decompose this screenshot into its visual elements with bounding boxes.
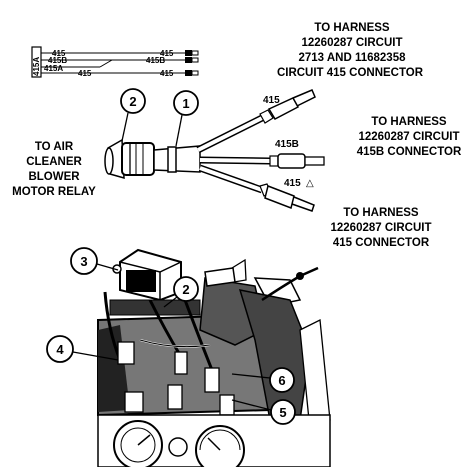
harness-connector xyxy=(121,142,155,176)
svg-text:CIRCUIT 415 CONNECTOR: CIRCUIT 415 CONNECTOR xyxy=(277,67,424,79)
terminal-415b xyxy=(277,153,306,169)
svg-text:MOTOR RELAY: MOTOR RELAY xyxy=(12,186,96,198)
schematic-wire-label-415: 415 xyxy=(52,49,66,58)
schematic-connector-end xyxy=(185,50,192,56)
svg-text:415 CONNECTOR: 415 CONNECTOR xyxy=(333,237,430,249)
terminal-415-lower xyxy=(264,184,295,210)
svg-text:12260287 CIRCUIT: 12260287 CIRCUIT xyxy=(331,222,432,234)
engine-illustration xyxy=(97,248,331,467)
svg-text:2: 2 xyxy=(129,94,136,109)
svg-text:TO AIR: TO AIR xyxy=(35,141,74,153)
svg-text:6: 6 xyxy=(278,373,285,388)
gauge-center xyxy=(168,437,188,457)
harness-illustration: 415 415B 415 △ xyxy=(104,89,325,212)
svg-text:TO HARNESS: TO HARNESS xyxy=(343,207,419,219)
svg-text:TO HARNESS: TO HARNESS xyxy=(371,116,447,128)
callout-1: 1 xyxy=(173,90,199,147)
schematic-wire-label-415a: 415A xyxy=(44,64,63,73)
callout-2: 2 xyxy=(120,88,146,142)
callout-4: 4 xyxy=(46,335,119,363)
svg-text:2713 AND 11682358: 2713 AND 11682358 xyxy=(299,52,407,64)
wire-label-415b: 415B xyxy=(275,139,299,150)
wire-band xyxy=(167,146,177,173)
callout-3: 3 xyxy=(70,247,119,275)
svg-text:12260287 CIRCUIT: 12260287 CIRCUIT xyxy=(302,37,403,49)
cable-end-connector xyxy=(296,272,304,280)
svg-text:CLEANER: CLEANER xyxy=(26,156,82,168)
label-harness-415b: TO HARNESS 12260287 CIRCUIT 415B CONNECT… xyxy=(357,116,462,158)
schematic-wire-label-415-3: 415 xyxy=(160,49,174,58)
callout-6: 6 xyxy=(231,367,295,393)
callout-2-engine: 2 xyxy=(163,276,199,308)
triangle-marker: △ xyxy=(306,178,314,189)
schematic-block-label: 415A xyxy=(32,57,41,76)
wire-label-415-lower: 415 xyxy=(284,178,301,189)
svg-text:TO HARNESS: TO HARNESS xyxy=(314,22,390,34)
wire-label-415: 415 xyxy=(263,95,280,106)
schematic-wire-label-415b: 415B xyxy=(48,56,67,65)
gauge-right xyxy=(195,425,245,467)
label-harness-415-connector: TO HARNESS 12260287 CIRCUIT 415 CONNECTO… xyxy=(331,207,432,249)
callout-5: 5 xyxy=(231,399,296,425)
schematic-connector-end xyxy=(185,70,192,76)
svg-text:12260287 CIRCUIT: 12260287 CIRCUIT xyxy=(359,131,460,143)
svg-text:3: 3 xyxy=(80,254,87,269)
svg-text:5: 5 xyxy=(279,405,286,420)
schematic-wire-label-415-2: 415 xyxy=(78,69,92,78)
schematic-connector-block xyxy=(31,46,42,78)
schematic-connector-end xyxy=(185,57,192,63)
svg-text:1: 1 xyxy=(182,96,189,111)
schematic-wire-label-415b-2: 415B xyxy=(146,56,165,65)
terminal-415 xyxy=(267,97,300,120)
wiring-schematic: 415A 415 415B 415A 415 415B 415 415 xyxy=(31,46,199,78)
svg-text:2: 2 xyxy=(182,282,189,297)
label-air-cleaner-relay: TO AIR CLEANER BLOWER MOTOR RELAY xyxy=(12,141,96,198)
svg-text:BLOWER: BLOWER xyxy=(28,171,80,183)
svg-text:415B CONNECTOR: 415B CONNECTOR xyxy=(357,146,462,158)
schematic-wire-label-415-4: 415 xyxy=(160,69,174,78)
svg-text:4: 4 xyxy=(56,342,64,357)
label-harness-circuit-415: TO HARNESS 12260287 CIRCUIT 2713 AND 116… xyxy=(277,22,424,79)
